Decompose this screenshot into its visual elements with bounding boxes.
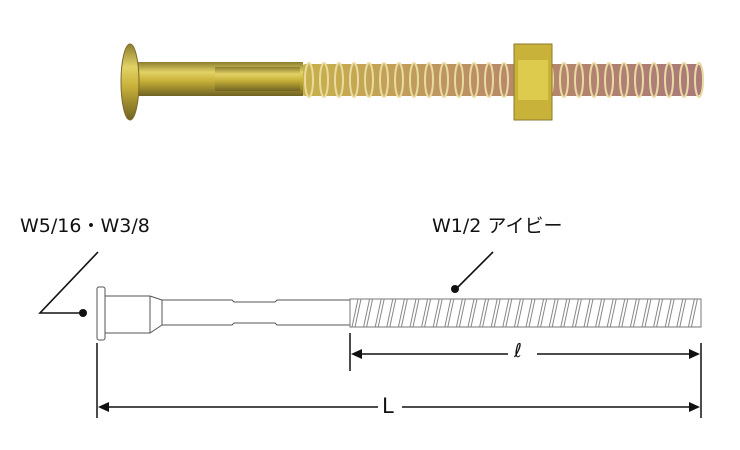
- thread-ridge: [525, 298, 536, 328]
- head-size-label: W5/16・W3/8: [20, 215, 150, 237]
- photo-thread-ridge: [649, 62, 659, 98]
- photo-thread-ridge: [484, 62, 494, 98]
- thread-ridge: [583, 298, 594, 328]
- photo-thread-ridge: [604, 62, 614, 98]
- thread-ridge: [351, 298, 362, 328]
- thread-ridge: [479, 298, 490, 328]
- arrow-right-icon: [689, 402, 700, 412]
- photo-thread-ridge: [424, 62, 434, 98]
- thread-leader-dot: [451, 285, 459, 293]
- bolt-photo: [120, 43, 704, 121]
- photo-thread-ridge: [349, 62, 359, 98]
- thread-ridge: [432, 298, 443, 328]
- photo-thread-ridge: [439, 62, 449, 98]
- photo-thread-ridge: [679, 62, 689, 98]
- photo-thread-ridge: [379, 62, 389, 98]
- thread-ridge: [548, 298, 559, 328]
- thread-ridge: [653, 298, 664, 328]
- photo-thread-ridge: [589, 62, 599, 98]
- thread-ridge: [560, 298, 571, 328]
- photo-thread-ridge: [304, 62, 314, 98]
- head-leader-line: [38, 251, 99, 314]
- photo-thread-ridge: [454, 62, 464, 98]
- thread-ridge: [490, 298, 501, 328]
- thread-ridge: [618, 298, 629, 328]
- thread-ridge: [397, 298, 408, 328]
- arrow-left-icon: [351, 349, 362, 359]
- arrow-right-icon: [689, 349, 700, 359]
- photo-thread-ridge: [664, 62, 674, 98]
- total-length-label: L: [382, 394, 394, 418]
- photo-head: [120, 43, 140, 121]
- thread-ridge: [687, 298, 698, 328]
- bolt-drawing: [96, 286, 702, 341]
- thread-length-label: ℓ: [514, 340, 522, 362]
- photo-thread-ridge: [319, 62, 329, 98]
- head-leader-dot: [79, 309, 87, 317]
- photo-thread-ridge: [499, 62, 509, 98]
- thread-ridge: [444, 298, 455, 328]
- thread-ridge: [606, 298, 617, 328]
- photo-thread-ridge: [364, 62, 374, 98]
- thread-ridge: [467, 298, 478, 328]
- photo-thread-ridge: [559, 62, 569, 98]
- thread-ridge: [455, 298, 466, 328]
- thread-size-label: W1/2 アイビー: [432, 215, 563, 237]
- photo-nut-face: [518, 60, 548, 100]
- thread-ridge: [571, 298, 582, 328]
- drawing-flange: [96, 286, 106, 341]
- arrow-left-icon: [98, 402, 109, 412]
- thread-ridge: [595, 298, 606, 328]
- thread-ridge: [363, 298, 374, 328]
- thread-ridge: [386, 298, 397, 328]
- photo-thread-ridge: [334, 62, 344, 98]
- drawing-thread-ridges: [351, 298, 698, 328]
- photo-thread-ridge: [574, 62, 584, 98]
- thread-ridge: [513, 298, 524, 328]
- photo-thread-ridge: [634, 62, 644, 98]
- thread-ridge: [629, 298, 640, 328]
- thread-ridge: [641, 298, 652, 328]
- thread-ridge: [664, 298, 675, 328]
- thread-leader-line: [456, 251, 494, 289]
- thread-ridge: [676, 298, 687, 328]
- photo-thread-ridge: [694, 62, 704, 98]
- drawing-head-body: [104, 295, 163, 334]
- drawing-shank: [161, 299, 351, 326]
- thread-ridge: [421, 298, 432, 328]
- thread-ridge: [409, 298, 420, 328]
- photo-thread-ridge: [619, 62, 629, 98]
- thread-ridge: [374, 298, 385, 328]
- photo-neck: [215, 67, 300, 91]
- photo-thread-ridge: [394, 62, 404, 98]
- photo-thread-ridge: [469, 62, 479, 98]
- thread-ridge: [537, 298, 548, 328]
- photo-thread-ridge: [409, 62, 419, 98]
- thread-ridge: [502, 298, 513, 328]
